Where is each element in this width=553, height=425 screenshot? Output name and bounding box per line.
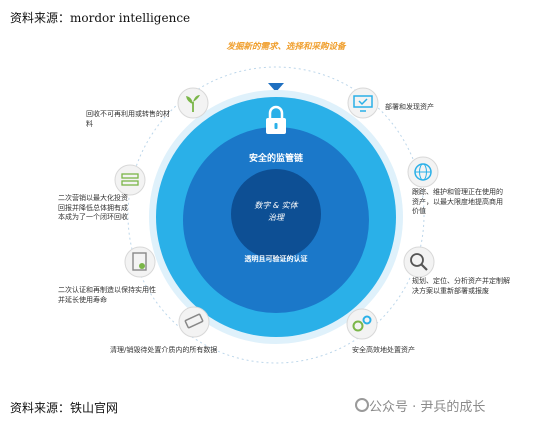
wechat-icon (355, 398, 369, 412)
start-pointer (268, 83, 284, 92)
label-resale: 二次营销以最大化投资回报并降低总体拥有成本成为了一个闭环回收 (58, 194, 128, 221)
magnifier-icon (410, 253, 428, 271)
label-dispose: 安全高效地处置资产 (352, 346, 415, 354)
server-cycle-icon (121, 173, 139, 186)
gears-icon (352, 315, 372, 332)
ring-title: 安全的监管链 (248, 154, 303, 164)
node-deploy (347, 87, 379, 119)
source-caption-top: 资料来源：mordor intelligence (10, 11, 191, 25)
node-erase (178, 306, 210, 338)
node-resale (114, 164, 146, 196)
watermark: 公众号 · 尹兵的成长 (369, 400, 486, 415)
core-bottom-label: 透明且可验证的认证 (244, 255, 308, 263)
core-line-1: 数字 & 实体 (254, 201, 298, 210)
orbit-ring (127, 66, 425, 364)
plant-recycle-icon (186, 95, 200, 112)
monitor-check-icon (353, 95, 373, 112)
label-erase: 清理/销毁待处置介质内的所有数据 (110, 346, 218, 354)
source-caption-bottom: 资料来源：铁山官网 (10, 401, 119, 415)
label-track: 跟踪、维护和管理正在使用的资产，以最大限度地提高商用价值 (412, 188, 503, 215)
headline: 发掘新的需求、选择和采购设备 (226, 42, 346, 52)
core-line-2: 治理 (268, 213, 284, 222)
node-dispose (346, 308, 378, 340)
node-certify (124, 246, 156, 278)
globe-icon (414, 163, 432, 181)
label-plan: 规划、定位、分析资产并定制解决方案以重新部署或报废 (412, 277, 510, 295)
label-recycle: 回收不可再利用或转售的材料 (86, 110, 170, 128)
padlock-icon (266, 105, 286, 134)
core-disc (231, 169, 321, 259)
label-deploy: 部署和发现资产 (385, 103, 434, 111)
node-track (407, 156, 439, 188)
certificate-icon (132, 252, 147, 271)
eraser-icon (184, 313, 204, 329)
label-certify: 二次认证和再制造以保持实用性并延长使用寿命 (58, 286, 156, 304)
node-plan (403, 246, 435, 278)
node-recycle (177, 87, 209, 119)
